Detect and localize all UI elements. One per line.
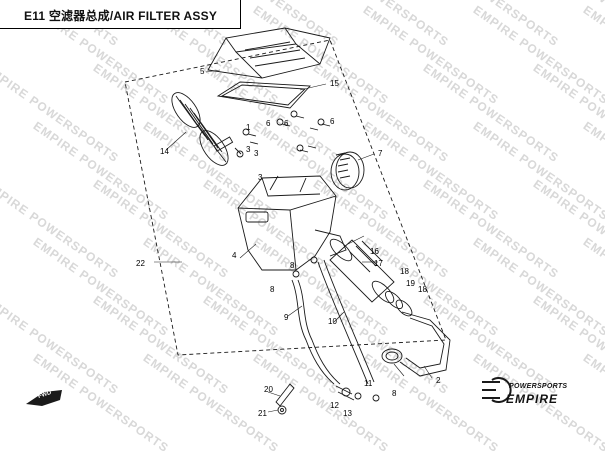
callout-18: 18 [400,267,409,276]
callout-12: 12 [330,401,339,410]
callout-8: 8 [392,389,397,398]
callout-10: 10 [328,317,337,326]
callout-3: 3 [254,149,259,158]
callout-20: 20 [264,385,273,394]
drain-hose [291,270,341,385]
screws [234,110,331,158]
callout-7: 7 [378,149,383,158]
callout-8: 8 [290,261,295,270]
callout-6: 6 [284,119,289,128]
callout-9: 9 [284,313,289,322]
title-box: E11 空滤器总成/AIR FILTER ASSY [0,0,241,29]
intake-boot [330,151,365,191]
callout-5: 5 [200,67,205,76]
fwd-arrow [26,390,62,406]
intake-duct [381,311,451,377]
callout-2: 2 [436,376,441,385]
air-box-lid [207,27,331,79]
assembly-boundary [124,39,447,356]
callout-21: 21 [258,409,267,418]
air-box-body [237,175,347,271]
callout-1: 1 [246,123,251,132]
callout-3: 3 [246,145,251,154]
lid-gasket [216,81,311,109]
callout-16: 16 [370,247,379,256]
callout-4: 4 [232,251,237,260]
callout-6: 6 [266,119,271,128]
callout-15: 15 [330,79,339,88]
fittings [335,385,380,402]
bracket-bolt [275,383,295,415]
callout-3: 3 [258,173,263,182]
callout-17: 17 [374,259,383,268]
filter-element [171,92,234,166]
page-title: E11 空滤器总成/AIR FILTER ASSY [24,9,218,23]
logo-line1: POWERSPORTS [509,383,568,390]
callout-18: 18 [418,285,427,294]
callout-6: 6 [330,117,335,126]
callout-11: 11 [364,379,373,388]
callout-14: 14 [160,147,169,156]
leader-lines [154,69,433,413]
exploded-diagram: 1233345666788891011121314151617181819202… [26,27,512,418]
callout-8: 8 [270,285,275,294]
empire-logo-mark [482,377,512,403]
callout-22: 22 [136,259,145,268]
throttle-boot [329,238,413,317]
intake-tube [310,256,375,385]
logo-line2: EMPIRE [506,392,559,406]
callout-19: 19 [406,279,415,288]
callout-13: 13 [343,409,352,418]
